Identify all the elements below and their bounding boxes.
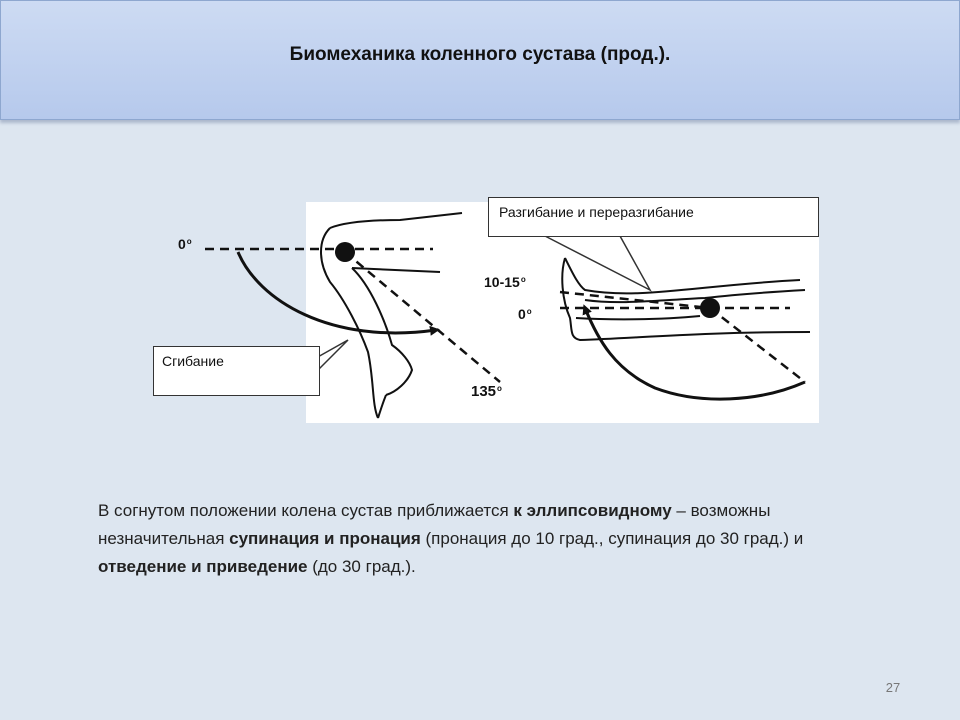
extension-knee-joint (700, 298, 720, 318)
angle-flex-end: 135о (471, 383, 502, 400)
extension-callout: Разгибание и переразгибание (488, 197, 819, 237)
angle-flex-start: 0о (178, 236, 192, 252)
page-number: 27 (885, 680, 901, 695)
extension-arc-arrow (582, 304, 806, 401)
extension-label: Разгибание и переразгибание (499, 204, 694, 220)
extended-leg-drawing (561, 257, 811, 342)
flexion-arc-arrow (236, 251, 440, 336)
extension-start-line (709, 307, 806, 383)
flexion-callout: Сгибание (153, 346, 320, 396)
angle-ext-zero: 0о (518, 306, 532, 322)
flexion-135-line (344, 251, 501, 383)
flexion-knee-joint (335, 242, 355, 262)
slide-title: Биомеханика коленного сустава (прод.). (289, 44, 671, 65)
body-paragraph: В согнутом положении колена сустав прибл… (98, 501, 804, 576)
extension-hyper-line (559, 290, 711, 310)
flexion-label: Сгибание (162, 353, 224, 369)
flexion-callout-pointer (315, 339, 349, 371)
flexed-leg-drawing (320, 212, 463, 419)
angle-ext-hyper: 10-15о (484, 274, 526, 290)
extension-callout-pointer (544, 235, 652, 292)
title-bar (0, 0, 960, 120)
